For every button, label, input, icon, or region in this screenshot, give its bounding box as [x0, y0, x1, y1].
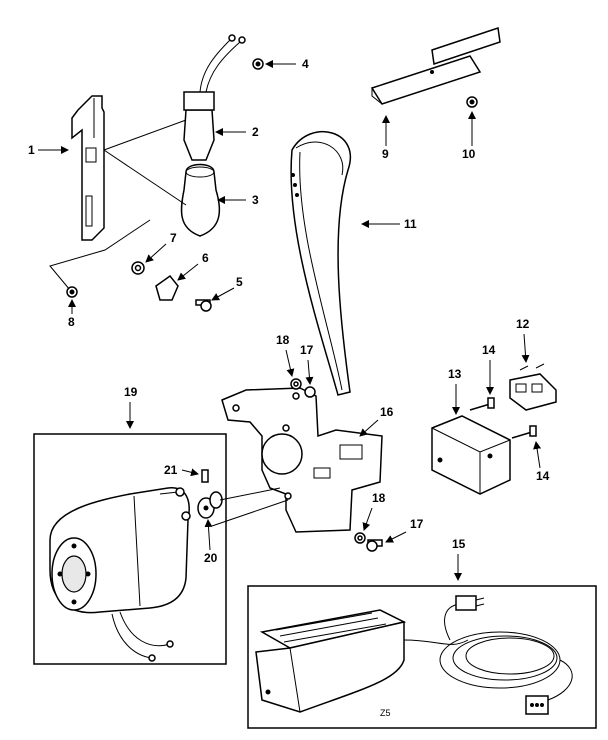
- motor-pulley: [197, 491, 223, 519]
- callout-2: 2: [215, 125, 259, 139]
- callout-20: 20: [204, 519, 218, 565]
- callout-label-18b: 18: [372, 491, 386, 505]
- screw-5: [195, 299, 212, 312]
- washer-7: [131, 261, 145, 275]
- switch-block: [509, 363, 557, 411]
- inset-code: Z5: [380, 708, 391, 718]
- callout-label-20: 20: [204, 551, 218, 565]
- callout-label-5: 5: [236, 275, 243, 289]
- screw-14-bottom: [511, 425, 537, 439]
- screw-8: [66, 286, 78, 298]
- screw-10: [466, 96, 478, 108]
- screw-14-top: [469, 397, 495, 411]
- capacitor: [431, 415, 511, 495]
- lamp-socket: [183, 34, 246, 161]
- assembly-line: [219, 487, 281, 501]
- callout-1: 1: [28, 143, 69, 157]
- washer-18-bottom: [354, 532, 366, 544]
- foot-control-inset-box: [247, 585, 597, 729]
- callout-9: 9: [382, 115, 390, 161]
- callout-label-9: 9: [382, 147, 389, 161]
- callout-18-top: 18: [276, 333, 295, 377]
- callout-label-14b: 14: [536, 469, 550, 483]
- callout-label-7: 7: [170, 231, 177, 245]
- assembly-line: [103, 119, 187, 151]
- clamp-6: [155, 274, 179, 301]
- callout-label-16: 16: [380, 405, 394, 419]
- callout-label-4: 4: [302, 57, 309, 71]
- callout-label-1: 1: [28, 143, 35, 157]
- motor-bracket: [221, 387, 383, 533]
- assembly-line: [211, 499, 289, 527]
- callout-14-bottom: 14: [533, 441, 550, 483]
- callout-label-19: 19: [124, 385, 138, 399]
- foot-control-pedal: [255, 609, 407, 713]
- motor-inset-box: [33, 433, 227, 665]
- callout-label-10: 10: [462, 147, 476, 161]
- assembly-line: [103, 149, 187, 206]
- drive-belt: [290, 131, 351, 396]
- callout-label-17b: 17: [410, 517, 424, 531]
- callout-label-6: 6: [202, 251, 209, 265]
- nut-17-top: [304, 386, 316, 398]
- callout-6: 6: [177, 251, 209, 281]
- assembly-line: [49, 219, 151, 291]
- callout-21: 21: [164, 463, 199, 477]
- callout-label-11: 11: [404, 217, 417, 231]
- callout-label-21: 21: [164, 463, 178, 477]
- callout-4: 4: [265, 57, 309, 71]
- callout-12: 12: [516, 317, 530, 363]
- connector: [525, 695, 549, 715]
- callout-label-18a: 18: [276, 333, 290, 347]
- motor: [49, 487, 191, 662]
- callout-17-top: 17: [300, 343, 314, 385]
- callout-14-top: 14: [482, 343, 496, 395]
- callout-17-bottom: 17: [385, 517, 424, 543]
- callout-19: 19: [124, 385, 138, 429]
- lamp-bracket: [71, 95, 105, 241]
- callout-3: 3: [217, 193, 259, 207]
- callout-label-13: 13: [448, 367, 462, 381]
- set-screw-21: [201, 469, 209, 483]
- light-bulb: [180, 163, 221, 237]
- callout-8: 8: [68, 299, 76, 329]
- callout-18-bottom: 18: [362, 491, 386, 531]
- foot-control-cord: [403, 603, 573, 701]
- callout-label-8: 8: [68, 315, 75, 329]
- callout-label-14a: 14: [482, 343, 496, 357]
- plug: [455, 595, 485, 611]
- callout-label-17a: 17: [300, 343, 314, 357]
- light-shield-bracket: [370, 27, 501, 105]
- screw-17-bottom: [366, 539, 383, 552]
- callout-11: 11: [361, 217, 417, 231]
- callout-7: 7: [145, 231, 177, 263]
- washer-18-top: [290, 378, 302, 390]
- screw-4: [252, 58, 264, 70]
- callout-label-12: 12: [516, 317, 530, 331]
- callout-13: 13: [448, 367, 462, 415]
- callout-15: 15: [452, 537, 466, 581]
- callout-5: 5: [211, 275, 243, 301]
- callout-10: 10: [462, 111, 476, 161]
- callout-label-2: 2: [252, 125, 259, 139]
- callout-label-3: 3: [252, 193, 259, 207]
- callout-16: 16: [359, 405, 394, 437]
- callout-label-15: 15: [452, 537, 466, 551]
